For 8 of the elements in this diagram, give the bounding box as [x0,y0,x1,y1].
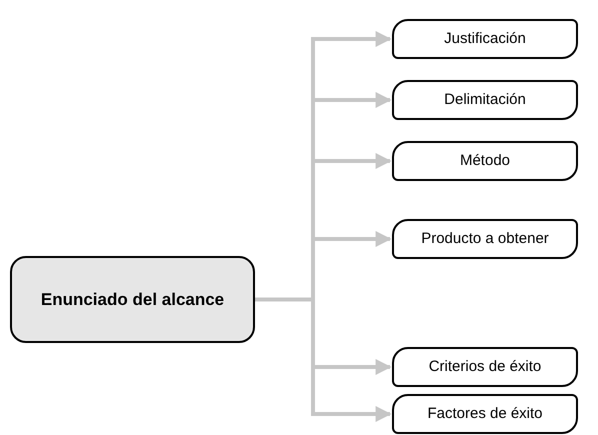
connector-arrow [255,298,392,422]
topic-box: Producto a obtener [392,219,578,259]
topic-box: Delimitación [392,80,578,120]
topic-box: Factores de éxito [392,394,578,434]
scope-statement-box: Enunciado del alcance [10,256,255,343]
topic-box: Justificación [392,19,578,59]
topic-box: Criterios de éxito [392,347,578,387]
topic-box: Método [392,141,578,181]
